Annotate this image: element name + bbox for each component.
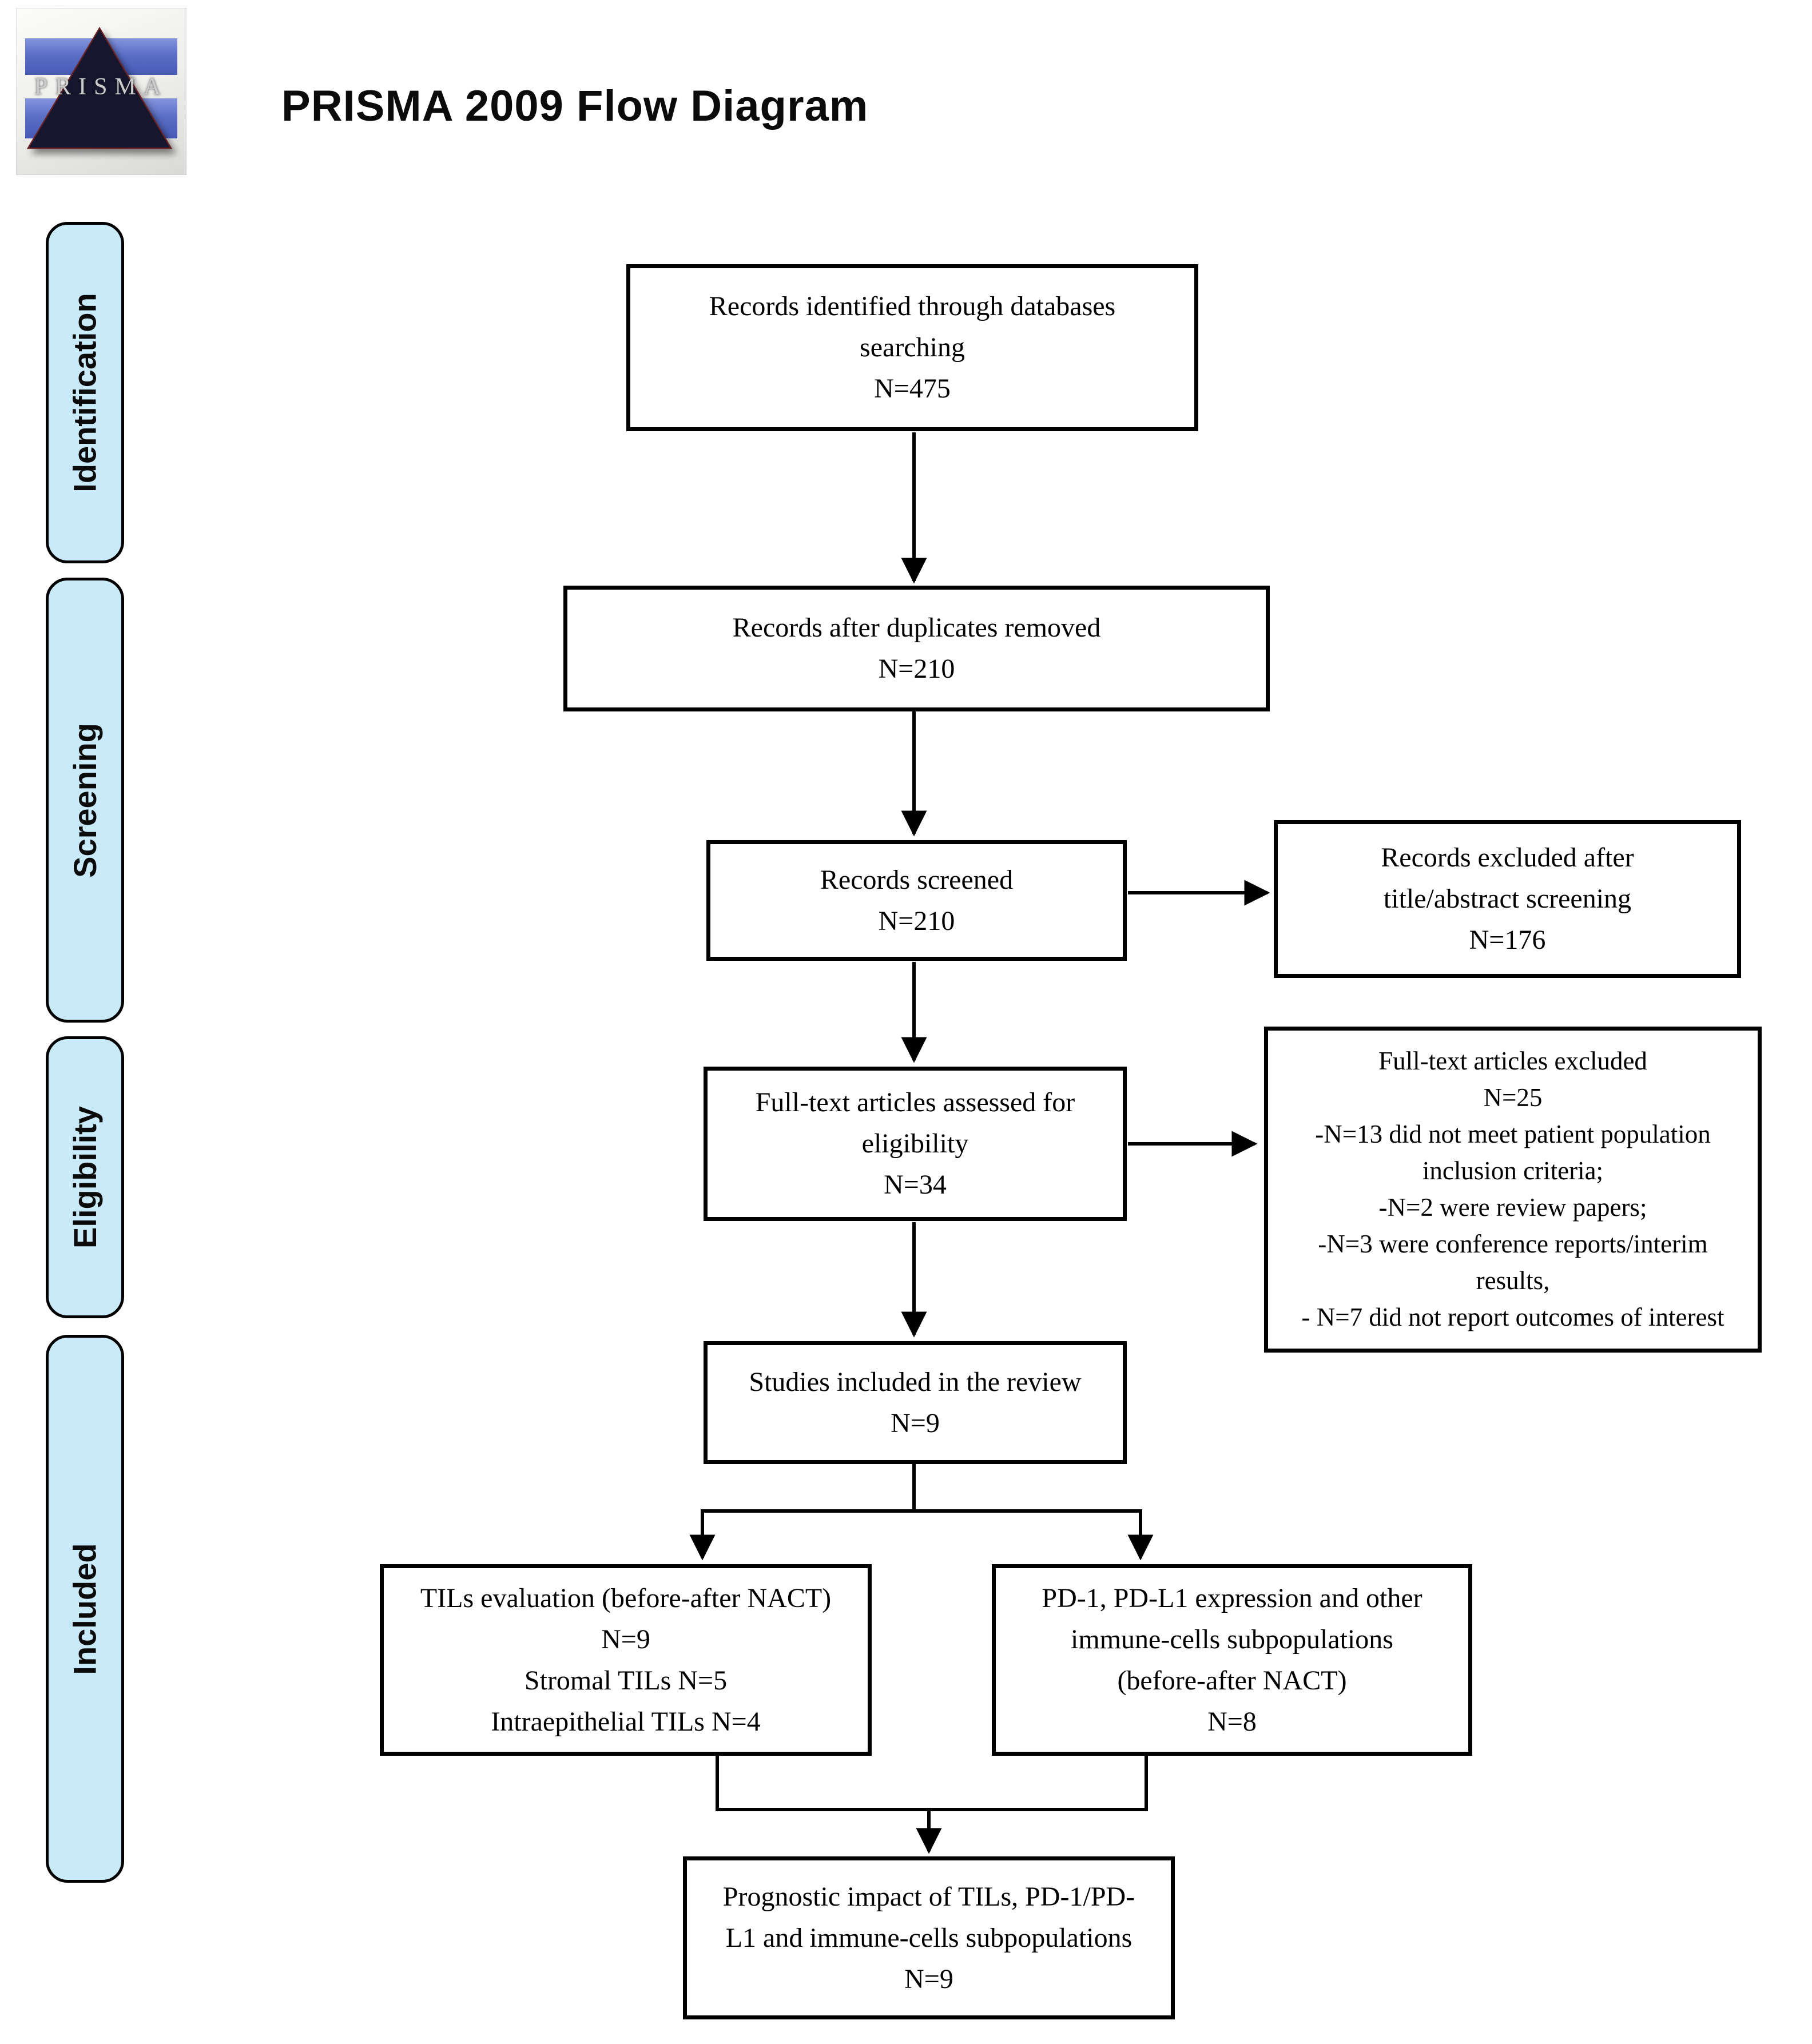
stage-included: Included [46, 1335, 124, 1883]
page-title: PRISMA 2009 Flow Diagram [281, 82, 869, 130]
logo-wordmark: PRISMA [34, 73, 169, 100]
stage-identification: Identification [46, 222, 124, 563]
stage-screening-label: Screening [67, 722, 104, 878]
stage-eligibility: Eligibility [46, 1036, 124, 1318]
box-prognostic-impact: Prognostic impact of TILs, PD-1/PD-L1 an… [683, 1856, 1175, 2019]
prisma-logo: PRISMA [16, 8, 186, 175]
stage-identification-label: Identification [67, 293, 104, 492]
stage-included-label: Included [67, 1542, 104, 1675]
stage-screening: Screening [46, 578, 124, 1023]
logo-triangle-icon [26, 26, 173, 149]
stage-eligibility-label: Eligibility [67, 1106, 104, 1248]
box-prognostic-impact-text: Prognostic impact of TILs, PD-1/PD-L1 an… [722, 1881, 1135, 1994]
